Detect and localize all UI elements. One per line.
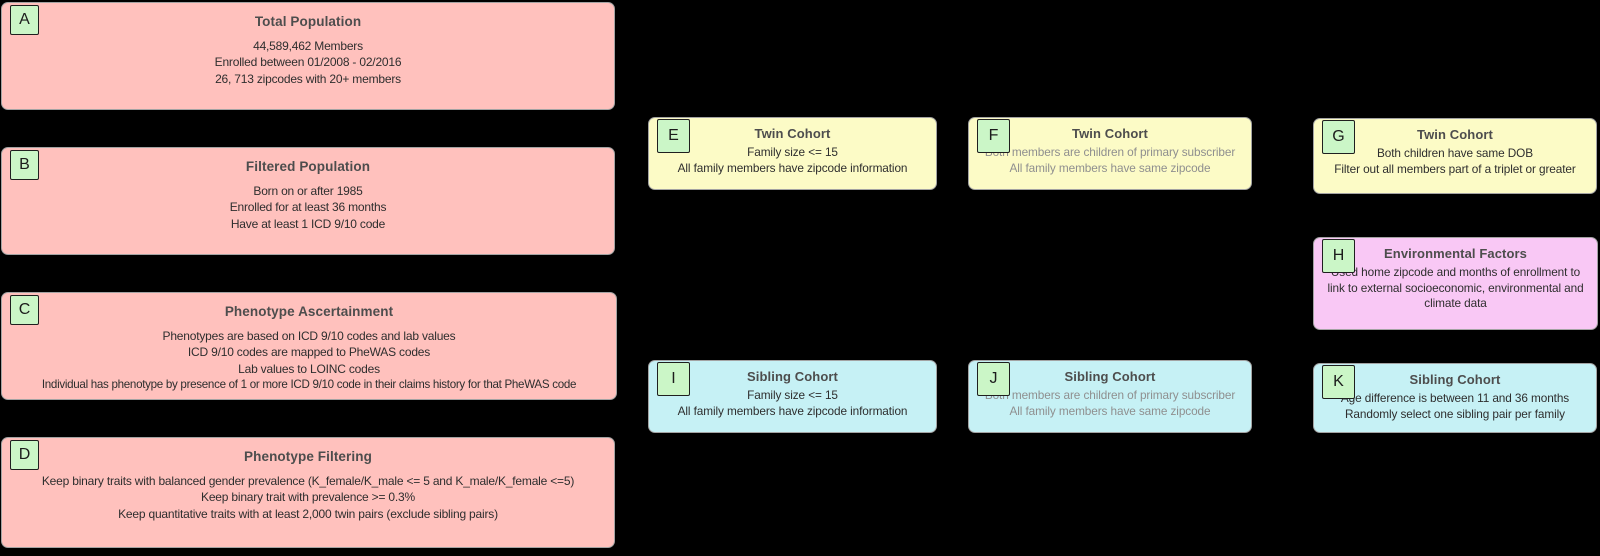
node-body: Family size <= 15 All family members hav…: [649, 145, 936, 176]
node-body: 44,589,462 Members Enrolled between 01/2…: [2, 38, 614, 87]
node-line: Lab values to LOINC codes: [238, 361, 380, 376]
node-body: Both children have same DOB Filter out a…: [1314, 146, 1596, 177]
node-line: ICD 9/10 codes are mapped to PheWAS code…: [187, 345, 431, 360]
node-line: Keep binary trait with prevalence >= 0.3…: [201, 490, 415, 505]
node-title: Total Population: [254, 14, 362, 29]
node-twin-cohort-g: G Twin Cohort Both children have same DO…: [1313, 118, 1597, 194]
node-body: Both members are children of primary sub…: [969, 388, 1251, 419]
node-line: Both members are children of primary sub…: [984, 388, 1236, 402]
node-letter-badge: E: [657, 119, 690, 153]
node-title: Sibling Cohort: [747, 369, 838, 384]
node-body: Keep binary traits with balanced gender …: [2, 473, 614, 522]
node-title: Phenotype Filtering: [244, 449, 372, 464]
node-filtered-population: B Filtered Population Born on or after 1…: [1, 147, 615, 255]
node-letter-badge: D: [10, 440, 39, 470]
node-line: Keep binary traits with balanced gender …: [41, 474, 575, 488]
node-sibling-cohort-j: J Sibling Cohort Both members are childr…: [968, 360, 1252, 433]
node-environmental-factors: H Environmental Factors Used home zipcod…: [1313, 237, 1598, 330]
node-phenotype-filtering: D Phenotype Filtering Keep binary traits…: [1, 437, 615, 548]
node-title: Twin Cohort: [754, 126, 831, 141]
node-line: Both members are children of primary sub…: [984, 145, 1236, 159]
node-body: Family size <= 15 All family members hav…: [649, 388, 936, 419]
node-line: All family members have same zipcode: [1009, 160, 1211, 175]
node-title: Environmental Factors: [1384, 246, 1527, 261]
node-twin-cohort-f: F Twin Cohort Both members are children …: [968, 117, 1252, 190]
node-line: Enrolled for at least 36 months: [229, 200, 387, 215]
node-line: Family size <= 15: [747, 145, 838, 159]
node-line: Filter out all members part of a triplet…: [1334, 161, 1576, 176]
node-title: Sibling Cohort: [1064, 369, 1156, 384]
node-letter-badge: J: [977, 362, 1010, 396]
node-phenotype-ascertainment: C Phenotype Ascertainment Phenotypes are…: [1, 292, 617, 400]
node-letter-badge: I: [657, 362, 690, 396]
node-twin-cohort-e: E Twin Cohort Family size <= 15 All fami…: [648, 117, 937, 190]
node-line: Have at least 1 ICD 9/10 code: [230, 216, 386, 231]
node-letter-badge: K: [1322, 365, 1355, 399]
node-line: Individual has phenotype by presence of …: [41, 378, 577, 392]
node-line: All family members have zipcode informat…: [677, 403, 908, 418]
node-line: Randomly select one sibling pair per fam…: [1345, 406, 1565, 421]
node-line: Both children have same DOB: [1377, 146, 1533, 160]
node-line: All family members have same zipcode: [1009, 403, 1211, 418]
node-body: Age difference is between 11 and 36 mont…: [1314, 391, 1596, 422]
node-line: Keep quantitative traits with at least 2…: [118, 506, 498, 521]
node-title: Twin Cohort: [1072, 126, 1148, 141]
node-total-population: A Total Population 44,589,462 Members En…: [1, 2, 615, 110]
node-body: Used home zipcode and months of enrollme…: [1314, 265, 1597, 312]
node-line: Family size <= 15: [747, 388, 838, 402]
node-letter-badge: C: [10, 295, 39, 325]
node-line: Born on or after 1985: [253, 184, 363, 198]
node-title: Filtered Population: [245, 159, 371, 174]
node-title: Twin Cohort: [1417, 127, 1493, 142]
node-body: Both members are children of primary sub…: [969, 145, 1251, 176]
node-letter-badge: A: [10, 5, 39, 35]
node-line: Used home zipcode and months of enrollme…: [1327, 265, 1584, 310]
node-title: Phenotype Ascertainment: [224, 304, 394, 319]
node-sibling-cohort-k: K Sibling Cohort Age difference is betwe…: [1313, 363, 1597, 433]
node-letter-badge: H: [1322, 239, 1355, 273]
node-body: Born on or after 1985 Enrolled for at le…: [2, 183, 614, 232]
node-line: Phenotypes are based on ICD 9/10 codes a…: [162, 329, 456, 343]
node-line: Age difference is between 11 and 36 mont…: [1340, 391, 1570, 405]
node-line: 26, 713 zipcodes with 20+ members: [215, 71, 401, 86]
node-line: Enrolled between 01/2008 - 02/2016: [214, 55, 402, 70]
node-line: 44,589,462 Members: [253, 39, 363, 53]
node-line: All family members have zipcode informat…: [677, 160, 908, 175]
node-sibling-cohort-i: I Sibling Cohort Family size <= 15 All f…: [648, 360, 937, 433]
node-title: Sibling Cohort: [1409, 372, 1501, 387]
node-letter-badge: B: [10, 150, 39, 180]
node-letter-badge: F: [977, 119, 1010, 153]
node-letter-badge: G: [1322, 120, 1355, 154]
node-body: Phenotypes are based on ICD 9/10 codes a…: [2, 328, 616, 394]
